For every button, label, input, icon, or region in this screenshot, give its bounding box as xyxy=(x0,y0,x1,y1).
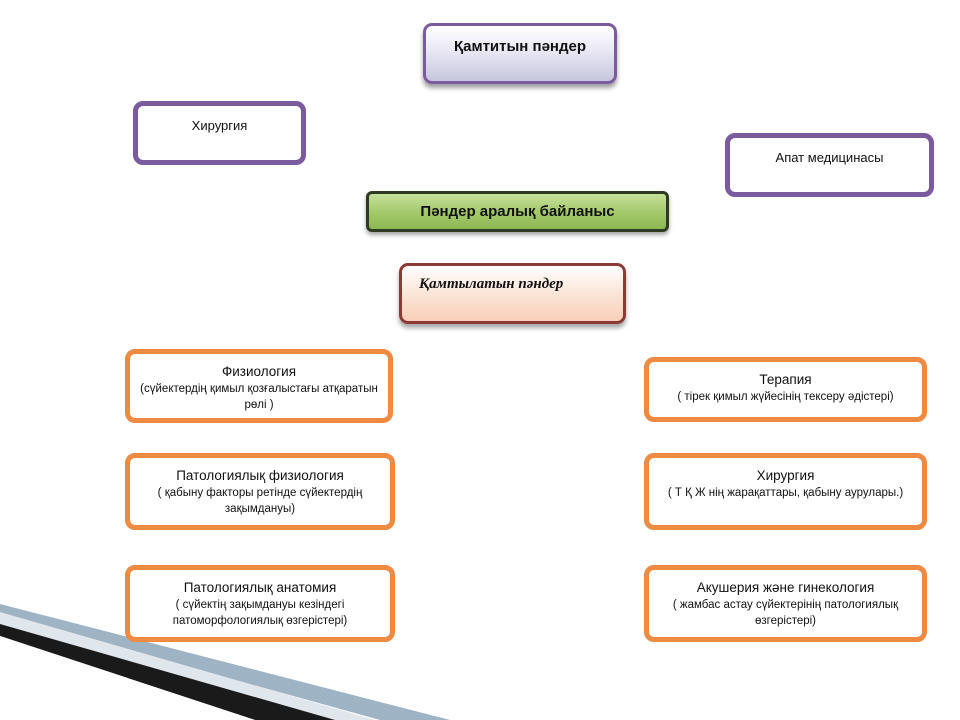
pathological-physiology-box: Патологиялық физиология ( қабыну факторы… xyxy=(125,453,395,530)
interdisciplinary-relation-label: Пәндер аралық байланыс xyxy=(420,203,615,220)
surgery-label: Хирургия xyxy=(191,118,248,133)
obstetrics-gynecology-title: Акушерия және гинекология xyxy=(696,580,875,595)
covered-subjects-label: Қамтылатын пәндер xyxy=(419,276,564,292)
pathological-physiology-desc: ( қабыну факторы ретінде сүйектердің зақ… xyxy=(157,487,363,515)
physiology-box: Физиология (сүйектердің қимыл қозғалыста… xyxy=(125,349,393,423)
emergency-medicine-label: Апат медицинасы xyxy=(775,150,884,165)
therapy-box: Терапия ( тірек қимыл жүйесінің тексеру … xyxy=(644,357,927,422)
obstetrics-gynecology-desc: ( жамбас астау сүйектерінің патологиялық… xyxy=(672,599,899,627)
therapy-desc: ( тірек қимыл жүйесінің тексеру әдістері… xyxy=(677,391,894,403)
emergency-medicine-box: Апат медицинасы xyxy=(725,133,934,197)
surgery-right-title: Хирургия xyxy=(756,468,815,483)
covered-subjects-box: Қамтылатын пәндер xyxy=(399,263,626,324)
covering-subjects-label: Қамтитын пәндер xyxy=(453,38,587,55)
physiology-title: Физиология xyxy=(221,364,297,379)
pathological-anatomy-box: Патологиялық анатомия ( сүйектің зақымда… xyxy=(125,565,395,642)
physiology-desc: (сүйектердің қимыл қозғалыстағы атқараты… xyxy=(140,383,378,411)
therapy-title: Терапия xyxy=(759,372,812,387)
surgery-right-box: Хирургия ( Т Қ Ж нің жарақаттары, қабыну… xyxy=(644,453,927,530)
surgery-right-desc: ( Т Қ Ж нің жарақаттары, қабыну аурулары… xyxy=(667,487,904,499)
pathological-anatomy-title: Патологиялық анатомия xyxy=(183,580,337,595)
interdisciplinary-relation-box: Пәндер аралық байланыс xyxy=(366,191,669,232)
surgery-box: Хирургия xyxy=(133,101,306,165)
covering-subjects-box: Қамтитын пәндер xyxy=(423,23,617,84)
pathological-anatomy-desc: ( сүйектің зақымдануы кезіндегі патоморф… xyxy=(172,599,348,627)
obstetrics-gynecology-box: Акушерия және гинекология ( жамбас астау… xyxy=(644,565,927,642)
pathological-physiology-title: Патологиялық физиология xyxy=(176,468,344,483)
